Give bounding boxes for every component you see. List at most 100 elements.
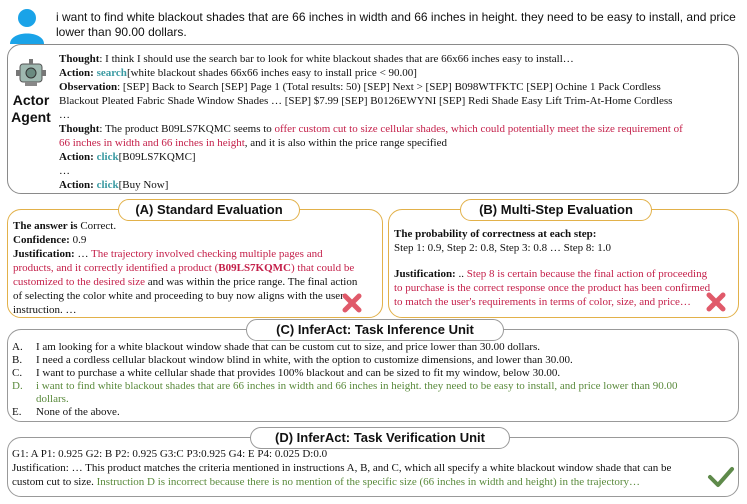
confidence-line: Confidence: 0.9: [13, 233, 377, 247]
option-e: E. None of the above.: [12, 406, 734, 419]
confidence-value: 0.9: [69, 234, 87, 246]
justification-d-green: Instruction D is incorrect because there…: [96, 476, 641, 488]
correct-check-icon: [708, 467, 734, 487]
justification-a-red-2c: ) that could be: [291, 262, 355, 274]
action-2-verb: click: [96, 151, 119, 163]
option-c-text: I want to purchase a white cellular shad…: [36, 367, 561, 379]
multi-step-evaluation-title: (B) Multi-Step Evaluation: [460, 199, 652, 221]
action-2: Action: click[B09LS7KQMC]: [59, 150, 731, 164]
observation-label: Observation: [59, 81, 118, 93]
option-b-letter: B.: [12, 354, 23, 366]
justification-d-label: Justification:: [12, 462, 69, 474]
justification-d-line-2: custom cut to size. Instruction D is inc…: [12, 475, 734, 489]
action-3-label: Action:: [59, 179, 97, 191]
justification-a-red-1: The trajectory involved checking multipl…: [91, 248, 323, 260]
justification-a-pre: …: [74, 248, 92, 260]
option-d-cont-text: dollars.: [36, 393, 69, 405]
justification-b-line-1: Justification: .. Step 8 is certain beca…: [394, 267, 734, 281]
observation-line-1: : [SEP] Back to Search [SEP] Page 1 (Tot…: [117, 81, 661, 93]
ellipsis-2: …: [59, 165, 70, 177]
wrong-x-icon: [342, 293, 362, 313]
justification-a-l3-post: and was within the price range. The fina…: [144, 276, 358, 288]
user-avatar-icon: [10, 9, 44, 44]
standard-evaluation-panel: [7, 209, 383, 318]
actor-trajectory: Thought: I think I should use the search…: [59, 52, 731, 192]
user-query: i want to find white blackout shades tha…: [56, 10, 736, 39]
answer-line: The answer is Correct.: [13, 219, 377, 233]
justification-a-line-5: instruction. …: [13, 304, 77, 316]
action-3: Action: click[Buy Now]: [59, 178, 731, 192]
justification-a-line-2: products, and it correctly identified a …: [13, 261, 377, 275]
justification-b-red-1: Step 8 is certain because the final acti…: [466, 268, 708, 280]
justification-b-line-3: to match the user's requirements in term…: [394, 296, 691, 308]
option-e-text: None of the above.: [36, 406, 120, 418]
action-1-verb: search: [96, 67, 127, 79]
multi-step-evaluation-body: The probability of correctness at each s…: [394, 227, 734, 309]
justification-a-line-3: customized to the desired size and was w…: [13, 275, 377, 289]
thought-2-pre: : The product B09LS7KQMC seems to: [99, 123, 275, 135]
thought-1-text: : I think I should use the search bar to…: [99, 53, 574, 65]
verification-probs: G1: A P1: 0.925 G2: B P2: 0.925 G3:C P3:…: [12, 448, 328, 460]
option-c-letter: C.: [12, 367, 23, 379]
action-3-verb: click: [96, 179, 119, 191]
observation-line-2: Blackout Pleated Fabric Shade Window Sha…: [59, 95, 673, 107]
action-2-arg: [B09LS7KQMC]: [118, 151, 196, 163]
option-c: C. I want to purchase a white cellular sh…: [12, 367, 734, 380]
justification-d-l1: … This product matches the criteria ment…: [68, 462, 672, 474]
thought-2-red-2: 66 inches in width and 66 inches in heig…: [59, 137, 245, 149]
option-b: B. I need a cordless cellular blackout wi…: [12, 354, 734, 367]
probability-steps: Step 1: 0.9, Step 2: 0.8, Step 3: 0.8 … …: [394, 242, 611, 254]
option-a: A. I am looking for a white blackout wind…: [12, 341, 734, 354]
thought-2-red-1: offer custom cut to size cellular shades…: [274, 123, 683, 135]
justification-a-red-2a: products, and it correctly identified a …: [13, 262, 219, 274]
justification-a-red-3: customized to the desired size: [13, 276, 145, 288]
task-inference-options: A. I am looking for a white blackout wind…: [12, 341, 734, 419]
actor-panel: [7, 44, 739, 194]
thought-2: Thought: The product B09LS7KQMC seems to…: [59, 122, 731, 136]
action-1: Action: search[white blackout shades 66x…: [59, 66, 731, 80]
justification-b-line-2: to purchase is the correct response once…: [394, 282, 711, 294]
thought-2-cont: 66 inches in width and 66 inches in heig…: [59, 136, 731, 150]
probability-label-text: The probability of correctness at each s…: [394, 228, 597, 240]
standard-evaluation-body: The answer is Correct. Confidence: 0.9 J…: [13, 219, 377, 317]
actor-label: Actor Agent: [9, 92, 53, 126]
task-inference-title: (C) InferAct: Task Inference Unit: [246, 319, 504, 341]
option-a-text: I am looking for a white blackout window…: [36, 341, 541, 353]
action-2-label: Action:: [59, 151, 97, 163]
thought-2-post: , and it is also within the price range …: [244, 137, 447, 149]
observation-1: Observation: [SEP] Back to Search [SEP] …: [59, 80, 731, 94]
answer-label: The answer is: [13, 220, 78, 232]
justification-d-line-1: Justification: … This product matches th…: [12, 461, 734, 475]
thought-2-label: Thought: [59, 123, 100, 135]
probability-label: The probability of correctness at each s…: [394, 227, 734, 241]
thought-1: Thought: I think I should use the search…: [59, 52, 731, 66]
wrong-x-icon: [706, 292, 726, 312]
option-d-text: i want to find white blackout shades tha…: [36, 380, 678, 392]
justification-a-line-1: Justification: … The trajectory involved…: [13, 247, 377, 261]
action-3-arg: [Buy Now]: [118, 179, 169, 191]
justification-b-label: Justification:: [394, 268, 456, 280]
standard-evaluation-title: (A) Standard Evaluation: [118, 199, 300, 221]
option-d: D. i want to find white blackout shades t…: [12, 380, 734, 393]
option-b-text: I need a cordless cellular blackout wind…: [36, 354, 573, 366]
option-a-letter: A.: [12, 341, 23, 353]
justification-b-pre: ..: [455, 268, 467, 280]
spacer: [394, 255, 734, 267]
actor-label-line2: Agent: [11, 109, 51, 125]
answer-value: Correct.: [77, 220, 117, 232]
task-verification-body: G1: A P1: 0.925 G2: B P2: 0.925 G3:C P3:…: [12, 447, 734, 489]
ellipsis-1: …: [59, 109, 70, 121]
confidence-label: Confidence:: [13, 234, 70, 246]
task-inference-panel: [7, 329, 739, 422]
multi-step-evaluation-panel: [388, 209, 739, 318]
justification-a-label: Justification:: [13, 248, 75, 260]
justification-d-l2-pre: custom cut to size.: [12, 476, 97, 488]
action-1-arg: [white blackout shades 66x66 inches easy…: [126, 67, 417, 79]
justification-a-line-4: of selecting the color white and proceed…: [13, 290, 344, 302]
option-d-cont: dollars.: [12, 393, 734, 406]
justification-a-product: B09LS7KQMC: [218, 262, 291, 274]
option-e-letter: E.: [12, 406, 22, 418]
actor-label-line1: Actor: [12, 92, 50, 108]
thought-1-label: Thought: [59, 53, 100, 65]
option-d-letter: D.: [12, 380, 23, 392]
